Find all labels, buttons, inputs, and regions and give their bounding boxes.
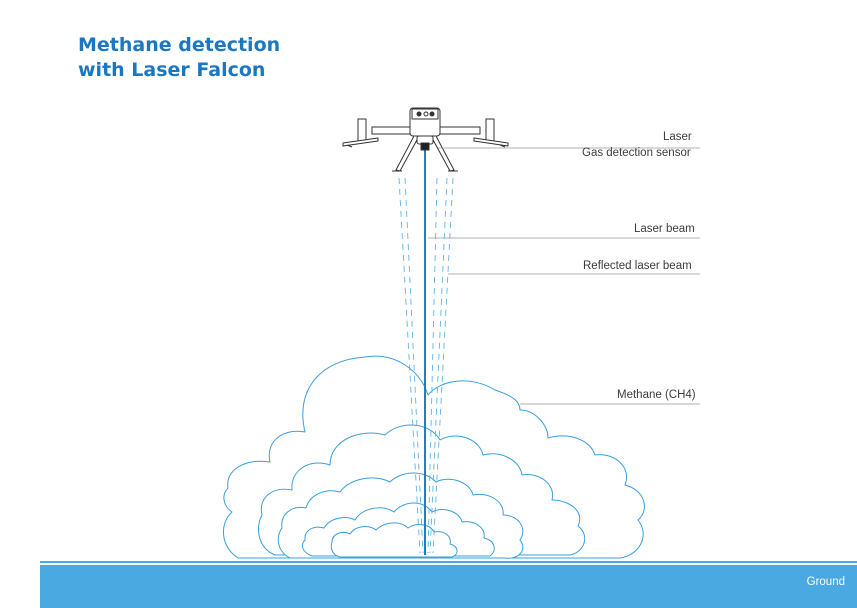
drone-sensor-dot-1 [416,111,422,117]
label-laser: Laser [663,131,692,143]
drone-leg-right [431,135,455,172]
drone-arm-right [439,126,481,135]
drone-arm-left [371,126,413,135]
label-laser-beam: Laser beam [634,223,695,235]
reflected-laser-beams [398,177,454,554]
label-ground: Ground [806,576,845,588]
title-line-2: with Laser Falcon [78,59,266,81]
drone-sensor-dot-3 [429,111,435,117]
reflected-beam-line-4 [432,177,454,554]
drone-icon [342,107,509,172]
reflected-beam-line-3 [429,177,448,554]
title-line-1: Methane detection [78,34,281,56]
ground-band: Ground [40,565,857,608]
drone-sensor-dot-2 [423,111,429,117]
drone-propeller-right [473,137,509,147]
drone-propeller-right-tip [499,144,506,148]
drone-propeller-left-tip [346,144,353,148]
laser-sensor [420,142,430,151]
drone-leg-left [395,135,419,172]
drone-motor-left [357,118,367,142]
label-methane: Methane (CH4) [617,389,696,401]
drone-motor-right [485,118,495,142]
reflected-beam-line-5 [427,177,438,554]
diagram-title: Methane detection with Laser Falcon [78,33,280,83]
reflected-beam-line-2 [404,177,424,554]
label-reflected-beam: Reflected laser beam [583,260,692,272]
ground-line [40,561,857,563]
reflected-beam-line-1 [398,177,421,554]
drone-propeller-left [342,137,379,147]
label-gas-sensor: Gas detection sensor [582,147,691,159]
leader-lines [428,147,700,405]
methane-cloud [223,355,645,559]
